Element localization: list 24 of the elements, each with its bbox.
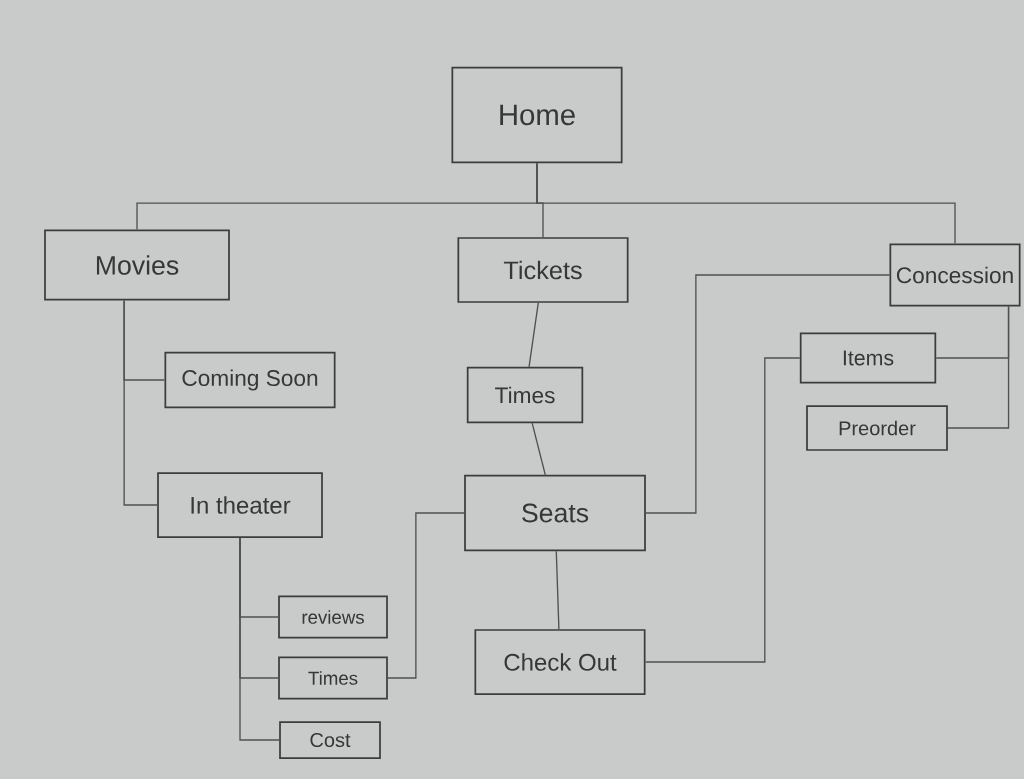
connector-line (644, 357, 801, 663)
connector-line (123, 299, 158, 506)
connector-line (947, 305, 1010, 429)
page-box: Movies (44, 229, 230, 301)
connector-line (387, 512, 465, 679)
page-box: Times (278, 656, 388, 700)
page-box: Times (466, 366, 584, 424)
page-box: Check Out (474, 629, 646, 695)
connector-line (536, 162, 956, 245)
page-box: reviews (278, 595, 388, 639)
page-box: Tickets (457, 237, 629, 303)
page-box: In theater (157, 472, 323, 538)
connector-line (645, 274, 891, 514)
connector-line (531, 422, 546, 476)
page-box: Coming Soon (164, 351, 336, 409)
page-box: Items (799, 332, 937, 384)
page-box: Home (451, 66, 623, 164)
connector-line (239, 537, 280, 741)
page-box: Preorder (806, 405, 948, 451)
connector-line (528, 302, 539, 368)
page-box: Cost (279, 721, 381, 759)
page-box: Seats (464, 474, 646, 552)
connector-line (555, 550, 560, 630)
page-box: Concession (889, 243, 1021, 307)
